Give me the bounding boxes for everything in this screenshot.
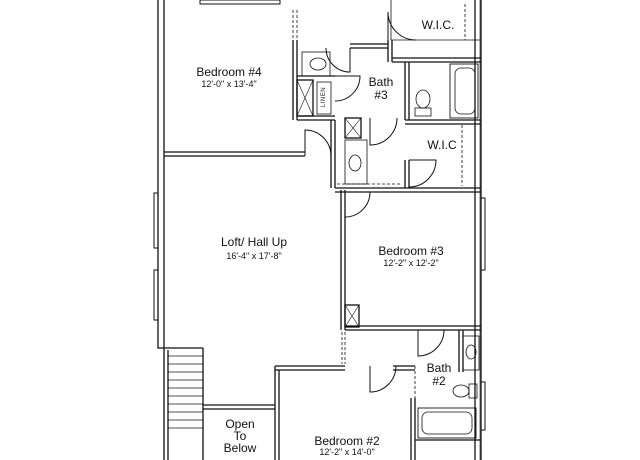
- bedroom3-door: [344, 191, 371, 218]
- bedroom4-name: Bedroom #4: [196, 65, 262, 79]
- bath2-label-line2: #2: [432, 374, 446, 388]
- linen-closet: [296, 79, 332, 117]
- center-wall: [330, 120, 346, 330]
- wic-top-label: W.I.C.: [421, 18, 455, 32]
- bath3-tub: [449, 63, 479, 119]
- bedroom2-walls: [274, 365, 415, 460]
- wic-mid-label: W.I.C: [427, 138, 457, 152]
- open-below-line2: To: [233, 429, 247, 443]
- bedroom3-name: Bedroom #3: [378, 244, 444, 258]
- bath3-label-line1: Bath: [368, 75, 394, 89]
- staircase: [163, 347, 204, 460]
- bath3-inner-door: [369, 117, 398, 146]
- windows: [153, 0, 486, 431]
- bath3-label-line2: #3: [374, 88, 388, 102]
- bath2-walls: [410, 330, 481, 460]
- loft-name: Loft/ Hall Up: [220, 235, 288, 249]
- bedroom4-dim: 12'-0" x 13'-4": [201, 79, 257, 89]
- bath2-vanity: [462, 335, 480, 371]
- bedroom4-door: [304, 129, 332, 157]
- bath2-toilet: [452, 383, 478, 399]
- loft-dim: 16'-4" x 17'-8": [226, 251, 282, 261]
- bath2-tub: [417, 407, 477, 439]
- bath2-label-line1: Bath: [426, 361, 452, 375]
- bedroom2-name: Bedroom #2: [314, 434, 380, 448]
- open-to-below: [202, 404, 275, 460]
- bath3-vanity: [344, 139, 368, 185]
- bath2-door: [417, 329, 445, 357]
- bedroom4-wall: [164, 151, 305, 157]
- bedroom3-bottom-wall: [345, 325, 481, 331]
- bath3-toilet: [414, 89, 432, 117]
- open-below-line1: Open: [225, 417, 255, 431]
- bedroom2-dim: 12'-2" x 14'-0": [319, 447, 375, 457]
- bedroom2-door: [369, 365, 397, 393]
- dashed-openings: [292, 4, 466, 460]
- bedroom3-dim: 12'-2" x 12'-2": [383, 258, 439, 268]
- bath3-sink: [301, 51, 331, 77]
- wic-top-door: [387, 11, 417, 41]
- wic-mid-door: [408, 159, 437, 188]
- bedroom3-closet: [344, 304, 360, 328]
- linen-label: LINEN: [321, 86, 327, 108]
- bath3-door: [334, 75, 361, 102]
- open-below-line3: Below: [223, 441, 257, 455]
- shaft: [344, 117, 362, 139]
